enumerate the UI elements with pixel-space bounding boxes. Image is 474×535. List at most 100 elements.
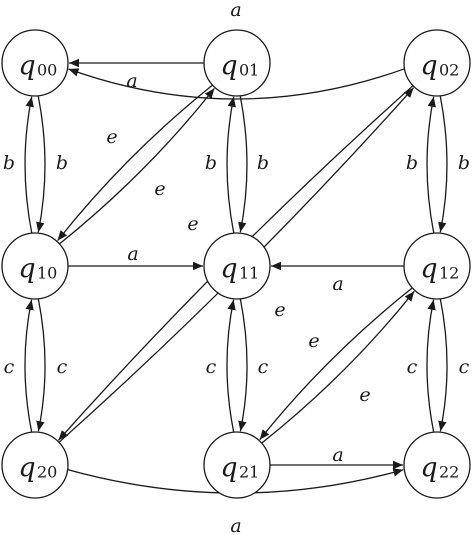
transition-q20-q10: c [4,299,34,433]
transition-label: a [332,444,343,466]
transition-arrow [24,299,34,433]
state-symbol: q [18,453,35,484]
state-circle [1,232,69,300]
transition-arrow [68,68,405,100]
transition-q12-q11: a [271,261,404,295]
state-subscript: 02 [439,61,459,80]
transition-label: b [205,152,217,174]
state-symbol: q [220,453,237,484]
state-subscript: 20 [37,463,57,482]
transition-q12-q02: b [406,96,436,234]
transition-q10-q01: e [59,87,215,245]
transition-label: e [308,330,319,352]
transition-arrow [438,95,448,233]
transition-q22-q12: c [407,299,436,433]
transition-arrow [57,84,213,242]
transition-label: b [406,152,418,174]
transition-arrow [36,95,46,233]
state-symbol: q [420,453,437,484]
transition-label: c [258,356,269,378]
transition-arrow [238,298,248,432]
transition-label: a [230,515,241,535]
state-subscript: 22 [439,463,459,482]
state-circle [403,29,471,97]
transition-label: c [206,356,217,378]
transition-q11-q21: c [238,298,269,432]
state-circle [203,431,271,499]
transition-arrow [438,298,448,432]
state-subscript: 01 [239,61,259,80]
transition-label: b [3,152,15,174]
transition-label: b [458,152,470,174]
transition-label: a [230,0,241,21]
state-symbol: q [420,254,437,285]
transition-q12-q22: c [438,298,470,432]
transition-q01-q10: e [57,84,213,242]
transition-q21-q11: c [206,299,236,433]
state-symbol: q [220,51,237,82]
state-symbol: q [18,51,35,82]
transition-arrow [426,299,436,433]
transition-q02-q00: a [68,0,405,100]
transition-arrow [36,298,46,432]
transition-label: c [459,356,470,378]
transition-label: e [359,384,370,406]
state-circle [1,29,69,97]
state-subscript: 00 [37,61,57,80]
transition-q01-q00: a [69,58,204,92]
transition-q11-q01: b [205,96,236,234]
transition-q01-q11: b [238,95,269,233]
transition-label: e [187,213,198,235]
state-symbol: q [220,254,237,285]
transition-label: e [154,178,165,200]
state-subscript: 21 [239,463,259,482]
transition-arrow [261,290,415,444]
state-symbol: q [18,254,35,285]
transition-q00-q10: b [36,95,68,233]
state-subscript: 12 [439,264,459,283]
state-circle [203,232,271,300]
transition-label: c [57,356,68,378]
state-circle [1,431,69,499]
transition-q21-q22: a [270,444,403,470]
transition-label: e [274,299,285,321]
state-circle [203,29,271,97]
transition-label: a [332,273,343,295]
transition-arrow [226,96,236,234]
state-subscript: 11 [239,264,259,283]
transition-q21-q12: e [261,290,415,444]
transition-label: a [127,243,138,265]
transition-q10-q20: c [36,298,68,432]
state-circle [403,431,471,499]
state-subscript: 10 [37,264,57,283]
transition-q10-q11: a [68,243,203,271]
transition-label: c [4,356,15,378]
transition-arrow [426,96,436,234]
transition-arrow [226,299,236,433]
transition-arrow [238,95,248,233]
transition-arrow [24,96,34,234]
transition-arrow [259,287,413,441]
transition-arrow [59,87,215,245]
transition-label: e [106,126,117,148]
transition-q10-q00: b [3,96,34,234]
transition-label: c [407,356,418,378]
transition-q12-q21: e [259,287,413,441]
transition-label: b [56,152,68,174]
transition-q02-q12: b [438,95,470,233]
state-circle [403,232,471,300]
transition-label: a [126,70,137,92]
state-symbol: q [420,51,437,82]
transition-label: b [257,152,269,174]
